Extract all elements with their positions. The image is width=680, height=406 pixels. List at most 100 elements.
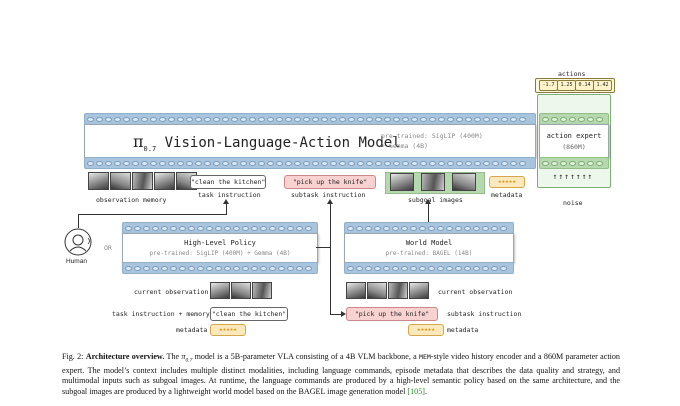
token-dot (510, 117, 517, 122)
token-dot (501, 117, 508, 122)
token-dot (456, 161, 463, 166)
token-dot (446, 226, 453, 231)
token-dot (267, 161, 274, 166)
observation-frame (154, 172, 175, 190)
wm-bottom-token-band (344, 262, 514, 274)
subgoal-images-label: subgoal images (408, 196, 463, 204)
token-dot (222, 117, 229, 122)
token-dot (276, 117, 283, 122)
connector (330, 203, 331, 315)
pi-symbol: π (133, 132, 144, 151)
token-dot (240, 117, 247, 122)
token-dot (285, 161, 292, 166)
observation-memory-images (88, 172, 197, 190)
token-dot (569, 117, 576, 122)
token-dot (474, 117, 481, 122)
token-dot (177, 161, 184, 166)
token-dot (483, 161, 490, 166)
observation-frame (210, 282, 230, 299)
token-dot (402, 117, 409, 122)
token-dot (222, 161, 229, 166)
token-dot (519, 117, 526, 122)
observation-frame (132, 172, 153, 190)
token-dot (464, 226, 471, 231)
token-dot (365, 226, 372, 231)
token-dot (287, 266, 294, 271)
caption-fig-label: Fig. 2: (62, 352, 83, 361)
token-dot (587, 117, 594, 122)
token-dot (419, 266, 426, 271)
token-dot (134, 226, 141, 231)
token-dot (384, 161, 391, 166)
token-dot (296, 266, 303, 271)
token-dot (542, 117, 549, 122)
token-dot (125, 226, 132, 231)
token-dot (197, 266, 204, 271)
vla-model-card: π0.7 Vision-Language-Action Model pre-tr… (84, 124, 536, 158)
token-dot (197, 226, 204, 231)
token-dot (596, 161, 603, 166)
task-instruction-memory-label: task instruction + memory (112, 310, 210, 318)
caption-model-symbol: π0.7 (181, 352, 192, 361)
token-dot (114, 161, 121, 166)
token-dot (542, 161, 549, 166)
token-dot (401, 226, 408, 231)
token-dot (276, 161, 283, 166)
token-dot (456, 117, 463, 122)
token-dot (303, 161, 310, 166)
token-dot (87, 161, 94, 166)
token-dot (195, 161, 202, 166)
token-dot (285, 117, 292, 122)
connector (316, 247, 330, 248)
metadata-stars: ★★★★★ (489, 176, 525, 188)
task-instruction-pill: "clean the kitchen" (190, 175, 266, 189)
token-dot (278, 266, 285, 271)
metadata-left-label: metadata (176, 326, 207, 334)
caption-end: . (425, 387, 427, 396)
token-dot (168, 117, 175, 122)
world-model-card: World Model pre-trained: BAGEL (14B) (344, 233, 514, 263)
connector (78, 214, 79, 228)
token-dot (312, 117, 319, 122)
token-dot (294, 161, 301, 166)
token-dot (551, 117, 558, 122)
token-dot (258, 117, 265, 122)
token-dot (347, 266, 354, 271)
noise-arrows: ↑↑↑↑↑↑↑ (541, 170, 605, 184)
connector (428, 203, 429, 222)
token-dot (411, 117, 418, 122)
action-value: 1.42 (593, 80, 612, 91)
token-dot (249, 117, 256, 122)
token-dot (464, 266, 471, 271)
token-dot (474, 161, 481, 166)
token-dot (500, 226, 507, 231)
token-dot (141, 161, 148, 166)
high-level-policy-title: High-Level Policy (123, 239, 317, 247)
token-dot (251, 266, 258, 271)
token-dot (188, 266, 195, 271)
token-dot (419, 226, 426, 231)
world-model-title: World Model (345, 239, 513, 247)
token-dot (204, 161, 211, 166)
vla-title: π0.7 Vision-Language-Action Model (133, 132, 401, 153)
token-dot (213, 117, 220, 122)
observation-frame (88, 172, 109, 190)
token-dot (159, 161, 166, 166)
token-dot (233, 226, 240, 231)
vla-bottom-token-band (84, 157, 536, 169)
token-dot (269, 266, 276, 271)
caption-reference-link[interactable]: [105] (407, 387, 425, 396)
token-dot (383, 266, 390, 271)
token-dot (231, 161, 238, 166)
token-dot (179, 266, 186, 271)
token-dot (519, 161, 526, 166)
token-dot (410, 266, 417, 271)
token-dot (356, 226, 363, 231)
token-dot (152, 226, 159, 231)
token-dot (578, 161, 585, 166)
token-dot (204, 117, 211, 122)
token-dot (347, 226, 354, 231)
token-dot (321, 161, 328, 166)
token-dot (96, 161, 103, 166)
token-dot (560, 117, 567, 122)
